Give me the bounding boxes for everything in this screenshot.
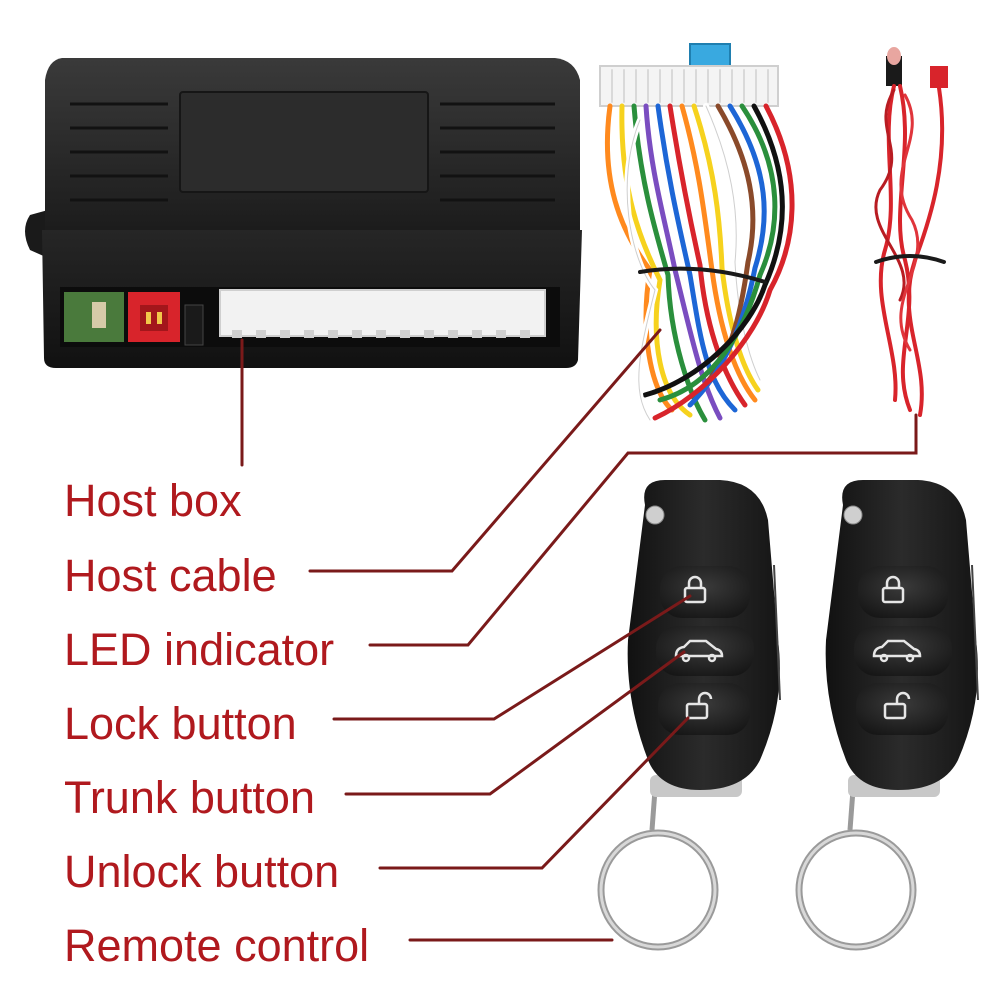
wire-harness bbox=[599, 43, 795, 423]
label-host-cable: Host cable bbox=[64, 550, 277, 601]
lock-icon bbox=[881, 575, 905, 604]
unlock-icon bbox=[685, 691, 713, 720]
label-host-box: Host box bbox=[64, 475, 242, 526]
leader-led-indicator bbox=[368, 413, 918, 647]
remote-control-1 bbox=[597, 480, 781, 951]
leader-lock-button bbox=[332, 594, 692, 721]
car-trunk-icon bbox=[674, 639, 724, 663]
leader-host-cable bbox=[308, 328, 662, 573]
unlock-icon bbox=[883, 691, 911, 720]
label-remote-control: Remote control bbox=[64, 920, 370, 971]
label-lock-button: Lock button bbox=[64, 698, 297, 749]
leader-unlock-button bbox=[378, 716, 690, 870]
host-box bbox=[25, 58, 582, 368]
led-indicator-cable bbox=[874, 47, 948, 417]
label-led-indicator: LED indicator bbox=[64, 624, 335, 675]
remote-control-2 bbox=[795, 480, 979, 951]
leader-trunk-button bbox=[344, 650, 686, 796]
lock-icon bbox=[683, 575, 707, 604]
car-trunk-icon bbox=[872, 639, 922, 663]
label-trunk-button: Trunk button bbox=[64, 772, 315, 823]
label-unlock-button: Unlock button bbox=[64, 846, 340, 897]
